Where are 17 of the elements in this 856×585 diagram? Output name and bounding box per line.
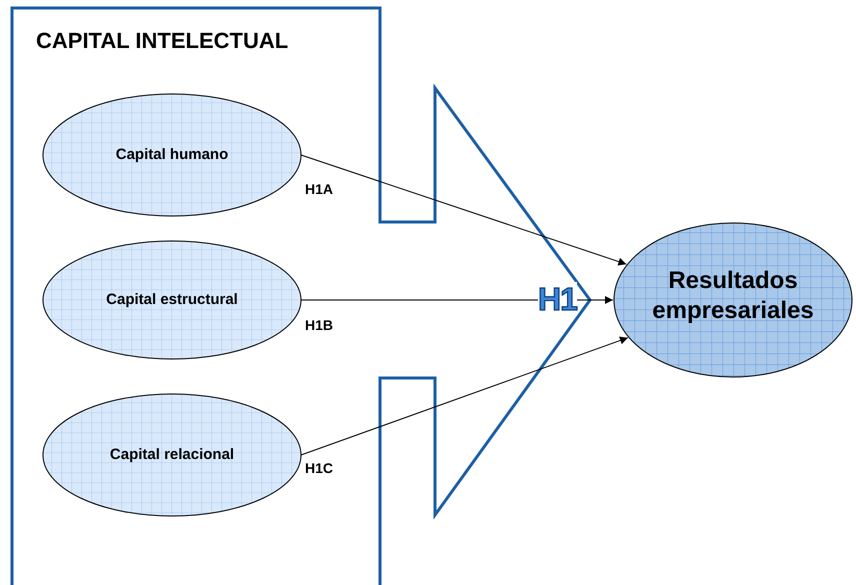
construct-ellipse (42, 393, 302, 517)
node-label: Capital estructural (105, 291, 239, 308)
edge-label: H1A (305, 181, 334, 197)
node-label: Capital humano (114, 146, 230, 163)
edge-label: H1B (305, 317, 334, 333)
construct-ellipse (42, 240, 302, 360)
arrow (300, 296, 614, 304)
arrow (300, 336, 628, 456)
construct-ellipse (42, 93, 302, 217)
edge-label: H1C (305, 460, 334, 476)
node-label: Capital relacional (108, 446, 236, 463)
arrow-shaped-frame (12, 8, 592, 585)
frame-title: CAPITAL INTELECTUAL (36, 28, 288, 54)
outcome-ellipse (613, 222, 853, 378)
node-label: Resultados empresariales (651, 266, 815, 326)
arrow (300, 154, 627, 266)
hypothesis-label: H1 (538, 282, 577, 316)
